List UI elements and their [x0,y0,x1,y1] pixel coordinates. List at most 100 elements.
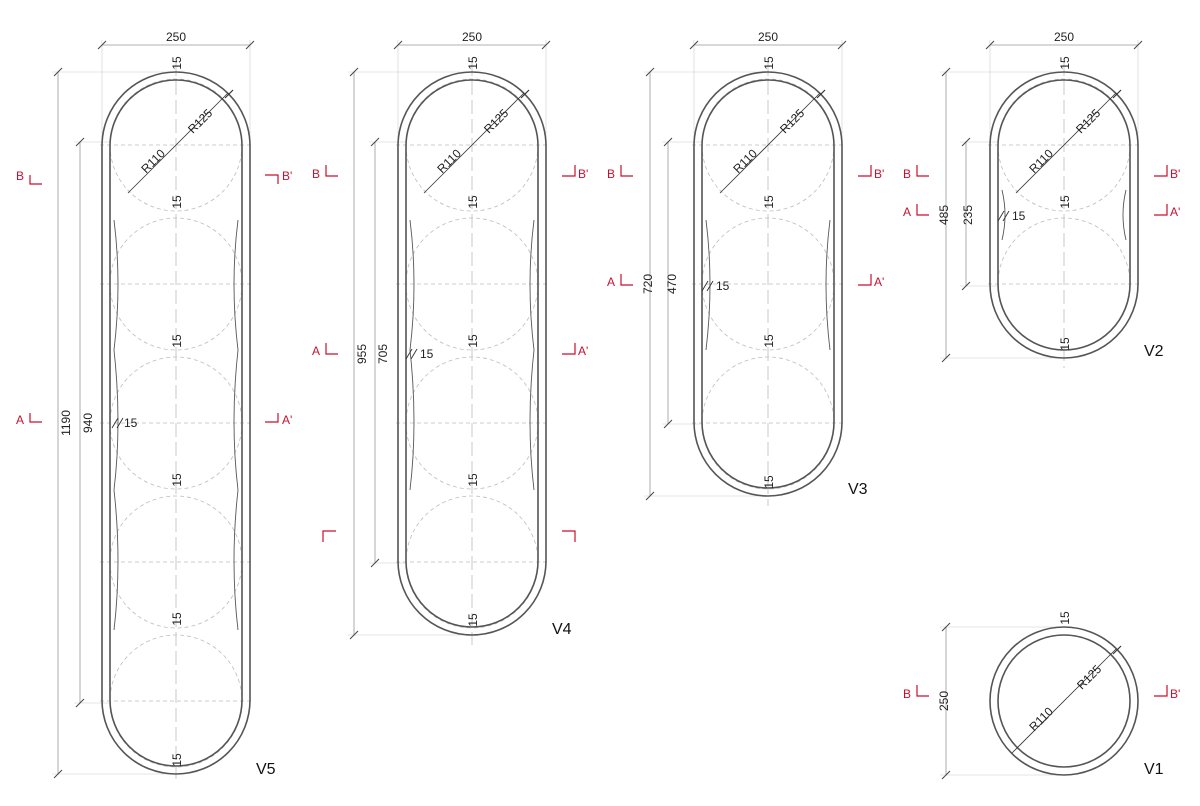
section-markers: B B' A A' [312,165,588,542]
svg-text:B: B [903,167,911,181]
vessel-outline [989,71,1139,359]
wall-thickness-labels: 15 15 15 15 15 [701,56,776,489]
height-dimension: 955 [348,67,472,640]
width-dimension: 250 [689,30,847,140]
width-dimension: 250 [393,30,551,140]
svg-text:A: A [16,413,24,427]
svg-text:A': A' [1170,205,1180,219]
svg-text:15: 15 [466,613,480,627]
svg-text:B': B' [282,169,292,183]
svg-text:B: B [16,169,24,183]
hidden-circles [100,62,252,784]
svg-text:15: 15 [762,334,776,348]
height-label: 955 [355,344,369,364]
svg-text:15: 15 [170,334,184,348]
svg-text:B: B [903,687,911,701]
radius-inner-label: R110 [730,146,760,176]
inner-height-label: 940 [81,413,95,433]
svg-text:15: 15 [124,416,138,430]
svg-text:A: A [903,205,911,219]
height-dimension: 720 [641,67,768,501]
section-markers: B B' [903,685,1180,701]
radius-leaders [719,89,826,194]
variant-label: V4 [552,621,572,638]
variant-label: V2 [1144,343,1164,360]
radius-leaders [1015,89,1122,194]
inner-height-dimension: 470 [662,137,702,429]
variant-label: V3 [848,481,868,498]
radius-leaders [127,89,234,194]
width-label: 250 [166,30,186,44]
radius-leaders [1011,645,1122,754]
svg-text:A': A' [874,275,884,289]
variant-v5: 250 1190 940 [16,30,292,784]
variant-label: V5 [256,761,276,778]
inner-height-label: 470 [665,274,679,294]
svg-text:15: 15 [1058,195,1072,209]
svg-text:B': B' [578,167,588,181]
width-dimension: 250 [97,30,255,140]
svg-text:15: 15 [466,334,480,348]
svg-text:15: 15 [762,56,776,70]
wall-thickness-labels: 15 [1058,611,1072,625]
svg-text:15: 15 [762,195,776,209]
section-markers: B B' A A' [607,165,884,289]
svg-text:15: 15 [466,56,480,70]
svg-text:A: A [607,275,615,289]
svg-text:B: B [607,167,615,181]
height-label: 250 [937,691,951,711]
svg-text:15: 15 [170,612,184,626]
hidden-circles [396,62,548,645]
radius-outer-label: R125 [1074,662,1104,692]
svg-text:15: 15 [716,279,730,293]
wall-thickness-labels: 15 15 15 15 15 15 15 [111,56,184,767]
svg-text:A': A' [578,344,588,358]
hidden-circles [692,62,844,506]
radius-inner-label: R110 [1026,704,1056,734]
width-dimension: 250 [985,30,1143,140]
inner-height-dimension: 940 [74,137,110,708]
section-markers: B B' A A' [16,169,292,427]
section-markers: B B' A A' [903,165,1180,219]
height-label: 1190 [59,410,73,436]
width-label: 250 [758,30,778,44]
height-label: 485 [937,205,951,225]
svg-text:B: B [312,167,320,181]
svg-text:B': B' [1170,687,1180,701]
inner-height-dimension: 235 [960,137,998,291]
svg-text:15: 15 [170,753,184,767]
height-dimension: 250 [937,622,1064,780]
height-label: 720 [641,274,655,294]
wall-thickness-labels: 15 15 15 15 [997,56,1072,351]
inner-height-label: 235 [961,205,975,225]
svg-text:B': B' [874,167,884,181]
svg-text:B': B' [1170,167,1180,181]
vessel-outline [101,71,251,775]
svg-text:15: 15 [762,475,776,489]
svg-text:15: 15 [170,195,184,209]
svg-text:15: 15 [170,56,184,70]
inner-height-dimension: 705 [369,137,406,568]
radius-inner-label: R110 [138,146,168,176]
width-label: 250 [1054,30,1074,44]
radius-leaders [423,89,530,194]
svg-text:15: 15 [466,195,480,209]
svg-text:A': A' [282,413,292,427]
inner-height-label: 705 [376,344,390,364]
svg-text:15: 15 [1012,209,1026,223]
svg-text:15: 15 [1058,56,1072,70]
vessel-outline [693,71,843,497]
wall-thickness-labels: 15 15 15 15 15 15 [405,56,480,627]
vessel-outline [989,626,1139,776]
radius-inner-label: R110 [434,146,464,176]
width-label: 250 [462,30,482,44]
variant-v2: 250 485 235 [903,30,1180,368]
radius-inner-label: R110 [1026,146,1056,176]
height-dimension: 1190 [52,67,176,779]
variant-v1: 250 R125 R110 15 B B' V1 [903,611,1180,780]
svg-text:15: 15 [466,473,480,487]
svg-text:15: 15 [1058,337,1072,351]
variant-v3: 250 720 470 [607,30,884,506]
svg-text:15: 15 [1058,611,1072,625]
